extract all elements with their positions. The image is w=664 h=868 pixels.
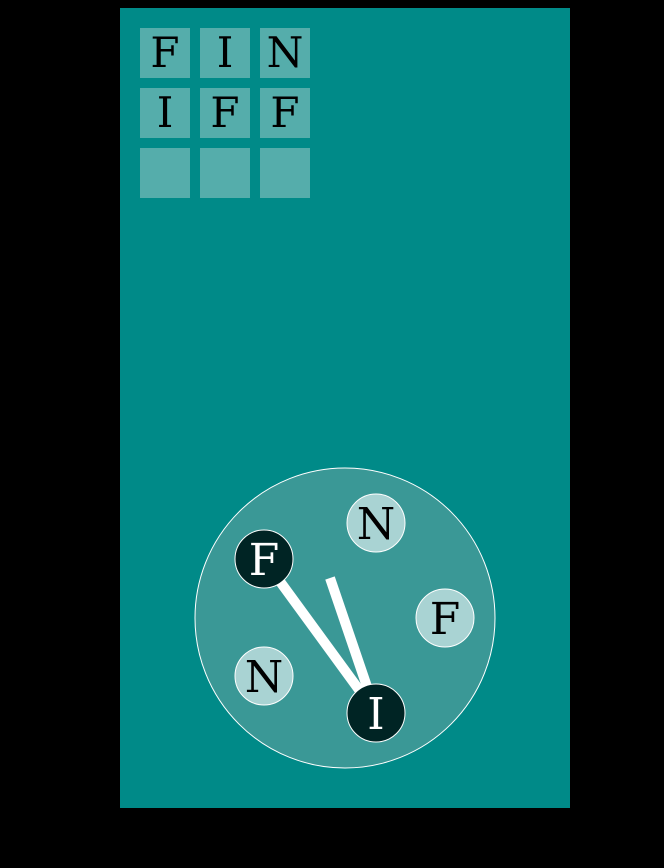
grid-cell: I: [140, 88, 190, 138]
game-board: F I N I F F F N F I: [120, 8, 570, 808]
letter-label: N: [245, 652, 284, 703]
grid-cell: F: [200, 88, 250, 138]
grid-cell: N: [260, 28, 310, 78]
grid-cell: F: [140, 28, 190, 78]
letter-label: N: [357, 499, 396, 550]
letter-tile-i-bottom[interactable]: I: [346, 683, 406, 743]
grid-cell: F: [260, 88, 310, 138]
letter-label: I: [367, 689, 384, 740]
letter-tile-n-left[interactable]: N: [234, 646, 294, 706]
letter-tile-f-right[interactable]: F: [415, 588, 475, 648]
letter-wheel[interactable]: F N F I N: [120, 8, 570, 808]
grid-cell-empty: [200, 148, 250, 198]
selection-trail-segment: [260, 558, 381, 716]
grid-cell: I: [200, 28, 250, 78]
letter-label: F: [430, 594, 461, 645]
grid-cell-empty: [140, 148, 190, 198]
letter-tile-f-top[interactable]: F: [234, 529, 294, 589]
letter-label: F: [249, 535, 280, 586]
letter-tile-n-top[interactable]: N: [346, 493, 406, 553]
grid-cell-empty: [260, 148, 310, 198]
